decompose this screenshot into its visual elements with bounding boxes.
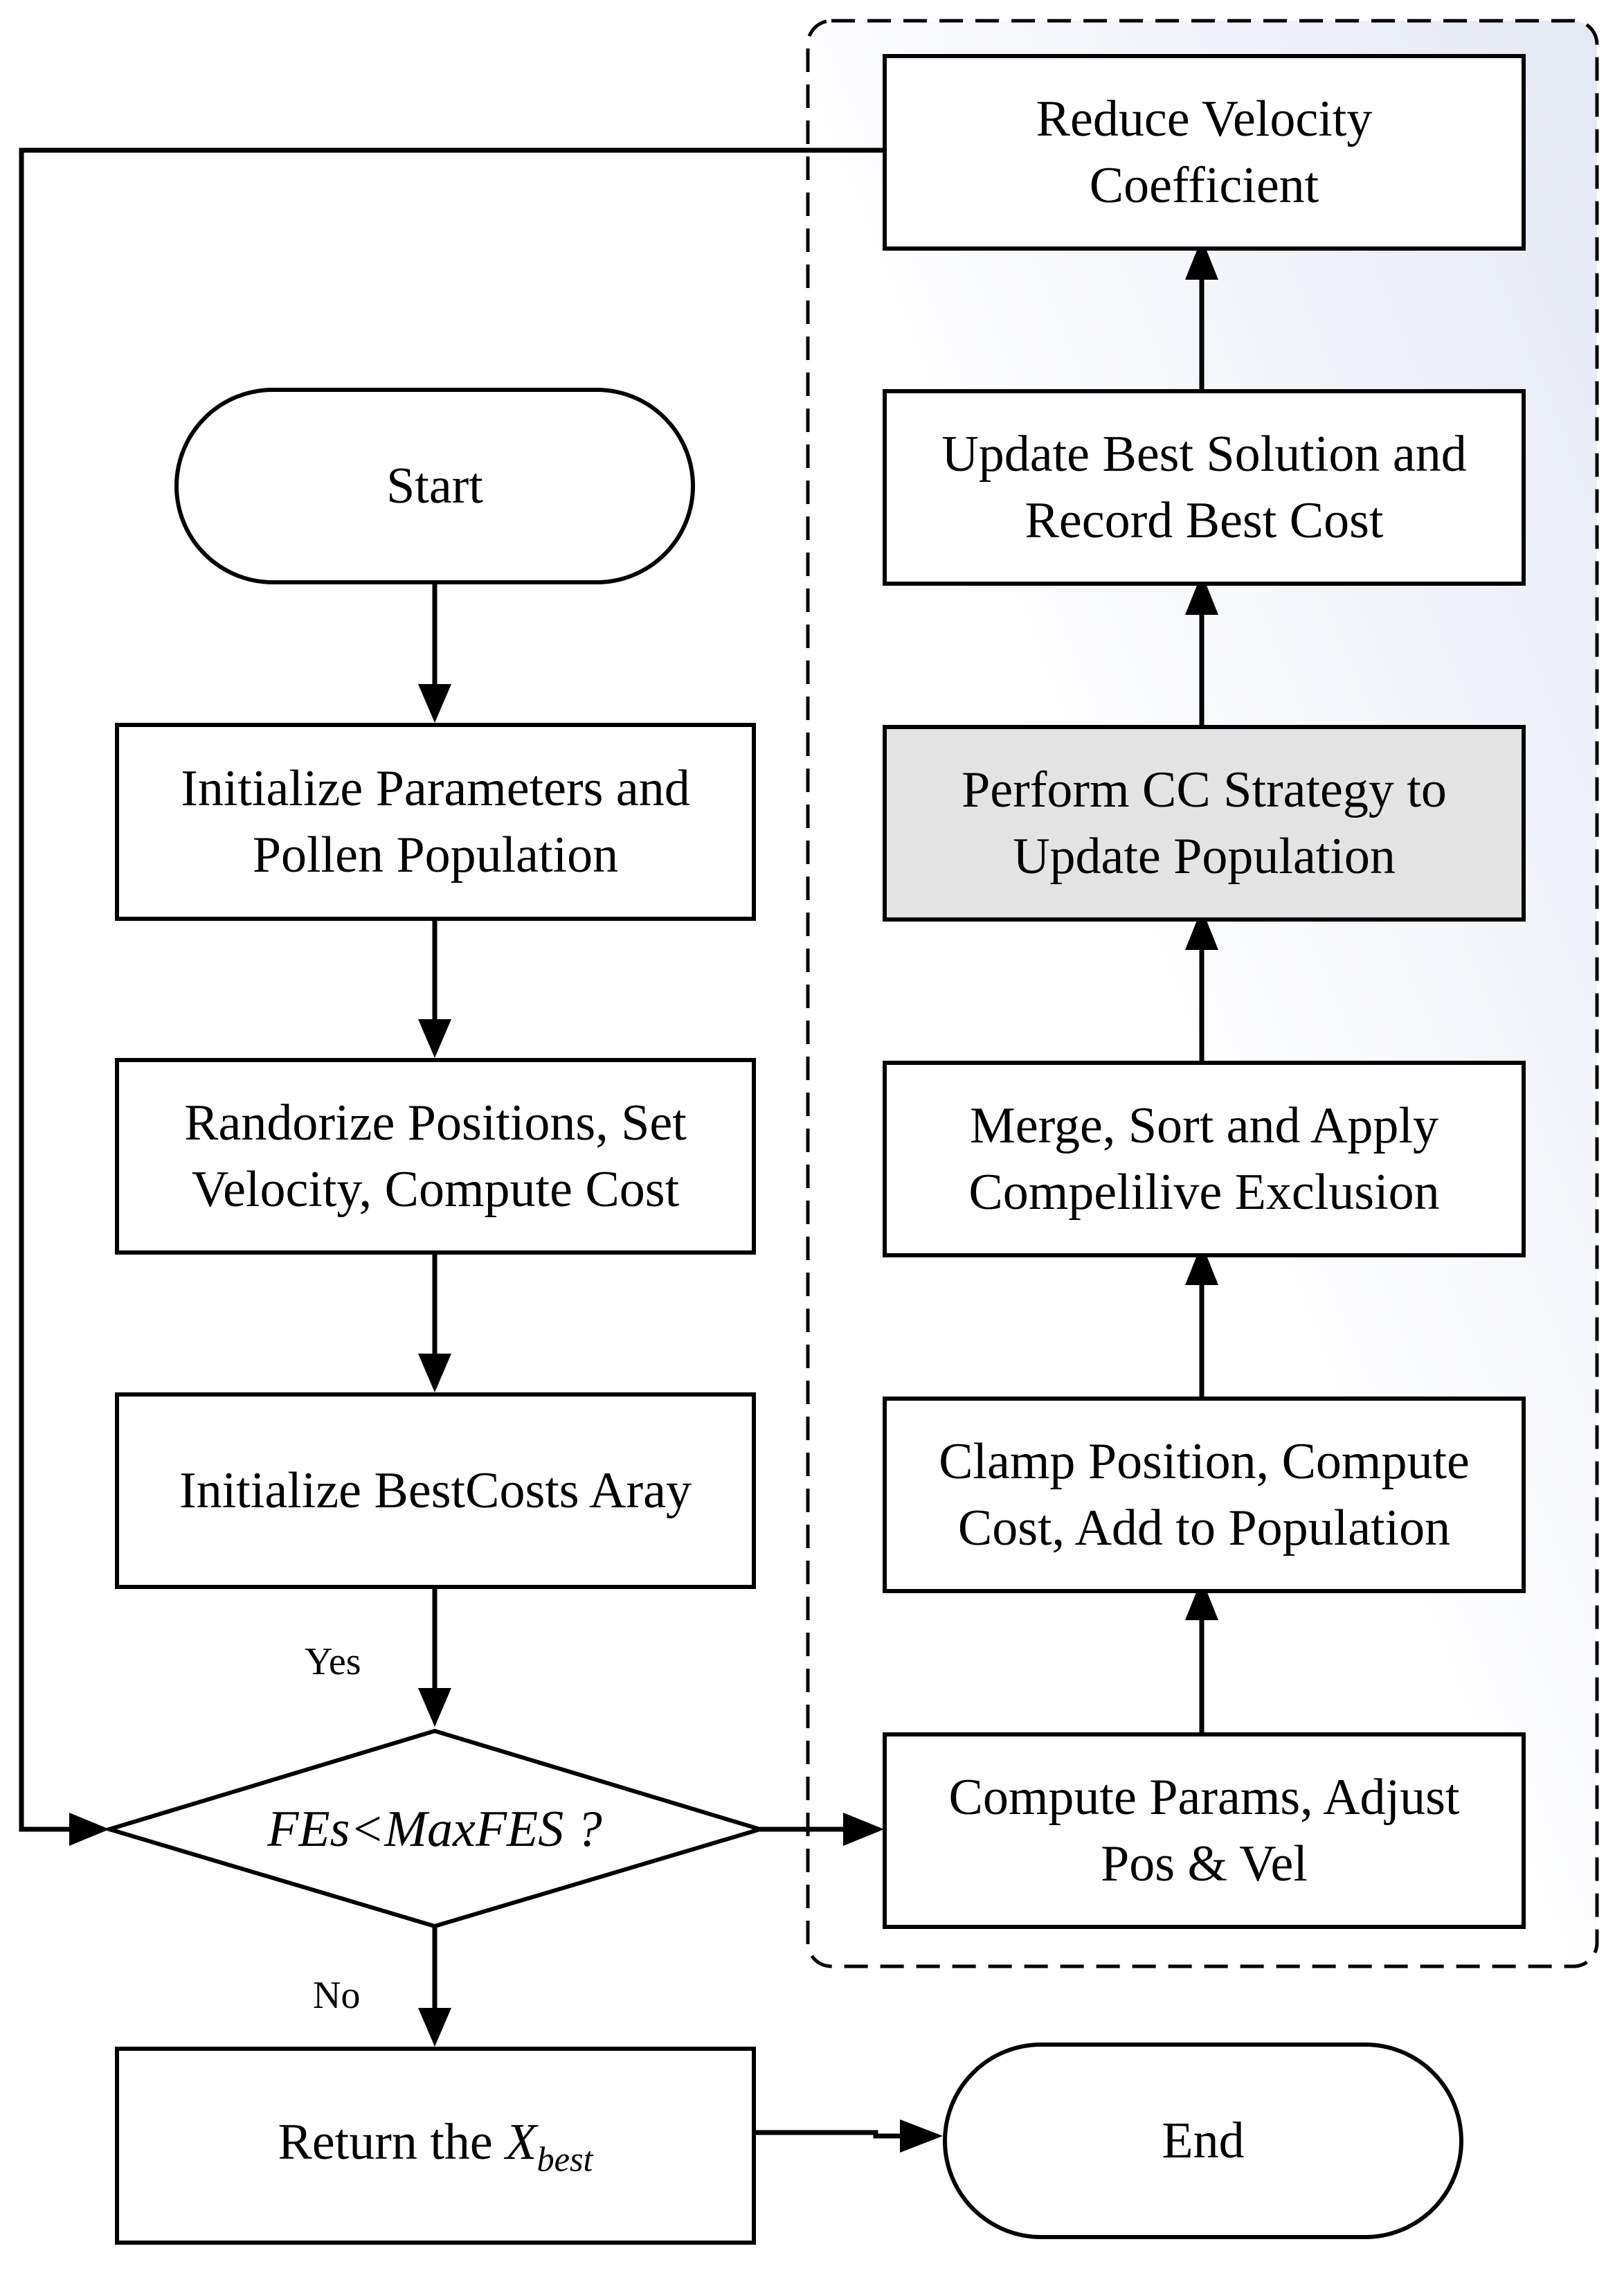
- cc-strategy-line2: Update Population: [1013, 828, 1396, 885]
- return-variable: X: [505, 2113, 537, 2171]
- update-best-line2: Record Best Cost: [1025, 492, 1384, 549]
- init-parameters-box: Initialize Parameters and Pollen Populat…: [115, 723, 756, 921]
- reduce-velocity-line1: Reduce Velocity: [1036, 90, 1373, 147]
- init-parameters-line1: Initialize Parameters and: [181, 760, 690, 817]
- return-subscript: best: [536, 2139, 593, 2179]
- end-label: End: [1162, 2112, 1245, 2169]
- merge-sort-box: Merge, Sort and Apply Compelilive Exclus…: [883, 1061, 1526, 1257]
- cc-strategy-box: Perform CC Strategy to Update Population: [883, 725, 1526, 922]
- randomize-box: Randorize Positions, Set Velocity, Compu…: [115, 1058, 756, 1255]
- update-best-line1: Update Best Solution and: [941, 425, 1467, 483]
- yes-label: Yes: [305, 1640, 361, 1683]
- clamp-position-line2: Cost, Add to Population: [957, 1500, 1451, 1556]
- reduce-velocity-box: Reduce Velocity Coefficient: [883, 54, 1526, 251]
- clamp-position-line1: Clamp Position, Compute: [939, 1433, 1470, 1490]
- init-bestcosts-label: Initialize BestCosts Aray: [179, 1462, 692, 1519]
- return-best-box: Return the Xbest: [115, 2047, 756, 2245]
- reduce-velocity-line2: Coefficient: [1089, 157, 1319, 214]
- init-bestcosts-box: Initialize BestCosts Aray: [115, 1392, 756, 1589]
- clamp-position-box: Clamp Position, Compute Cost, Add to Pop…: [883, 1397, 1526, 1593]
- compute-params-line2: Pos & Vel: [1101, 1835, 1308, 1892]
- arrow-reduce-to-decision: [19, 147, 883, 1832]
- randomize-line1: Randorize Positions, Set: [184, 1094, 687, 1151]
- init-parameters-line2: Pollen Population: [252, 827, 619, 883]
- merge-sort-line2: Compelilive Exclusion: [968, 1164, 1440, 1221]
- compute-params-line1: Compute Params, Adjust: [948, 1768, 1460, 1826]
- return-prefix: Return the: [278, 2113, 506, 2171]
- compute-params-box: Compute Params, Adjust Pos & Vel: [883, 1732, 1526, 1929]
- no-label: No: [313, 1974, 361, 2017]
- decision-diamond: [102, 1728, 768, 1929]
- end-terminal: End: [943, 2043, 1463, 2239]
- cc-strategy-line1: Perform CC Strategy to: [962, 761, 1447, 818]
- merge-sort-line1: Merge, Sort and Apply: [970, 1097, 1438, 1154]
- start-terminal: Start: [174, 388, 695, 584]
- start-label: Start: [386, 457, 483, 514]
- arrow-return-to-end: [755, 2130, 900, 2139]
- decision-condition: FEs<MaxFES ?: [267, 1800, 602, 1858]
- update-best-box: Update Best Solution and Record Best Cos…: [883, 389, 1526, 586]
- randomize-line2: Velocity, Compute Cost: [191, 1161, 680, 1218]
